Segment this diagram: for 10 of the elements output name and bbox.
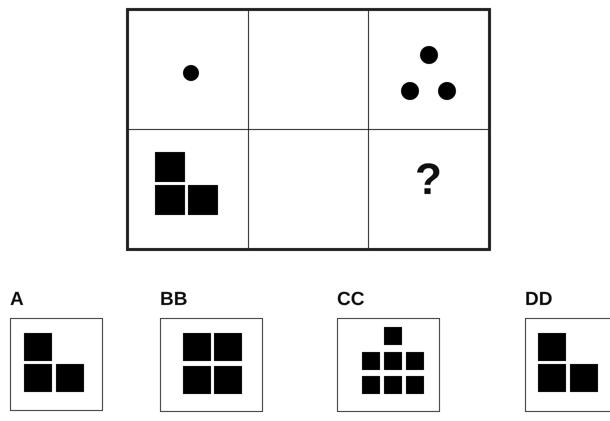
grid-cell xyxy=(128,129,249,249)
option-label: DD xyxy=(525,289,552,311)
option-label: BB xyxy=(160,289,188,311)
grid-cell xyxy=(368,129,489,249)
grid-cell xyxy=(128,10,249,130)
question-mark: ? xyxy=(414,158,443,202)
option-label: A xyxy=(10,289,24,311)
puzzle-grid xyxy=(126,8,491,251)
option-label: CC xyxy=(337,289,364,311)
grid-cell xyxy=(368,10,489,130)
